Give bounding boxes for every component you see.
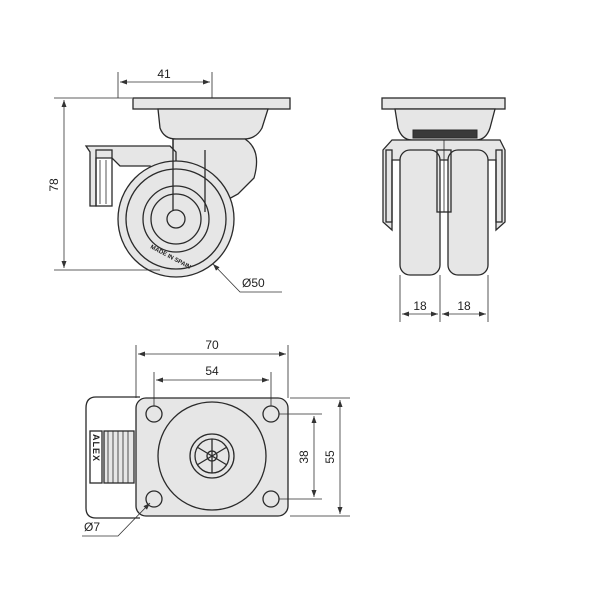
front-top-plate bbox=[381, 97, 506, 110]
side-wheel-leader bbox=[212, 263, 282, 293]
top-brand-label: ALEX bbox=[91, 434, 101, 462]
top-swivel-ring bbox=[157, 401, 267, 511]
top-brake-pad bbox=[103, 430, 135, 484]
front-bearing bbox=[412, 129, 478, 139]
top-hole-leader bbox=[82, 502, 151, 537]
side-height-dim: 78 bbox=[47, 178, 61, 192]
side-wheel-axle bbox=[166, 209, 186, 229]
top-brake-label-box bbox=[89, 430, 103, 484]
side-brake-lever bbox=[84, 145, 177, 207]
top-boss bbox=[189, 433, 235, 479]
top-hole-dim: Ø7 bbox=[84, 520, 100, 534]
side-swivel-head bbox=[157, 108, 269, 140]
top-width-dim: 70 bbox=[205, 338, 219, 352]
front-wheel-right bbox=[447, 149, 489, 276]
side-view: MADE IN SPAIN 41 78 Ø50 bbox=[47, 67, 291, 293]
side-top-plate bbox=[132, 97, 291, 110]
side-wheel-tread bbox=[125, 168, 227, 270]
top-view: ALEX 70 54 bbox=[82, 338, 350, 537]
side-wheel-dim: Ø50 bbox=[242, 276, 265, 290]
front-right-dim: 18 bbox=[457, 299, 471, 313]
side-brake-pedal bbox=[95, 149, 113, 207]
side-width-dim: 41 bbox=[157, 67, 171, 81]
side-wheel-hub bbox=[150, 193, 202, 245]
top-hole-bl bbox=[145, 490, 163, 508]
front-wheel-left bbox=[399, 149, 441, 276]
front-view: 18 18 bbox=[381, 97, 506, 322]
top-hole-x-dim: 54 bbox=[205, 364, 219, 378]
top-boss-spokes bbox=[196, 439, 228, 473]
front-left-dim: 18 bbox=[413, 299, 427, 313]
top-hole-y-dim: 38 bbox=[297, 450, 311, 464]
top-height-dim: 55 bbox=[323, 450, 337, 464]
side-wheel-rim bbox=[142, 185, 210, 253]
top-brake-outline bbox=[85, 396, 140, 519]
